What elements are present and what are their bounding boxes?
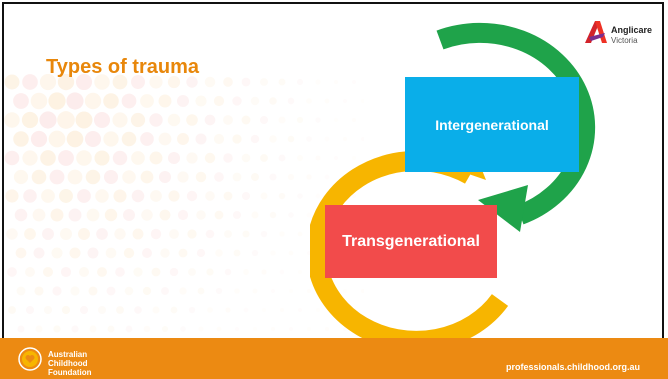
acf-logo: Australian Childhood Foundation: [18, 344, 138, 377]
footer-bar: Australian Childhood Foundation professi…: [0, 338, 668, 379]
acf-name: Australian Childhood Foundation: [48, 350, 92, 377]
transgenerational-box: Transgenerational: [325, 205, 497, 278]
slide-title: Types of trauma: [46, 56, 199, 78]
anglicare-a-icon: [585, 21, 607, 43]
decorative-dot-pattern: [4, 74, 364, 333]
yellow-arrow: [310, 150, 509, 338]
footer-url[interactable]: professionals.childhood.org.au: [505, 362, 640, 372]
intergenerational-label: Intergenerational: [435, 116, 549, 133]
anglicare-logo: Anglicare Victoria: [583, 19, 663, 49]
acf-name-line1: Australian: [48, 350, 88, 359]
acf-name-line3: Foundation: [48, 368, 92, 377]
green-arrowhead: [478, 185, 528, 232]
logo-region: Victoria: [611, 36, 638, 45]
trauma-cycle-diagram: [310, 22, 596, 338]
transgenerational-label: Transgenerational: [342, 232, 480, 250]
logo-name: Anglicare: [611, 25, 653, 35]
acf-name-line2: Childhood: [48, 359, 88, 368]
acf-heart-icon: [18, 347, 42, 371]
intergenerational-box: Intergenerational: [405, 77, 579, 172]
